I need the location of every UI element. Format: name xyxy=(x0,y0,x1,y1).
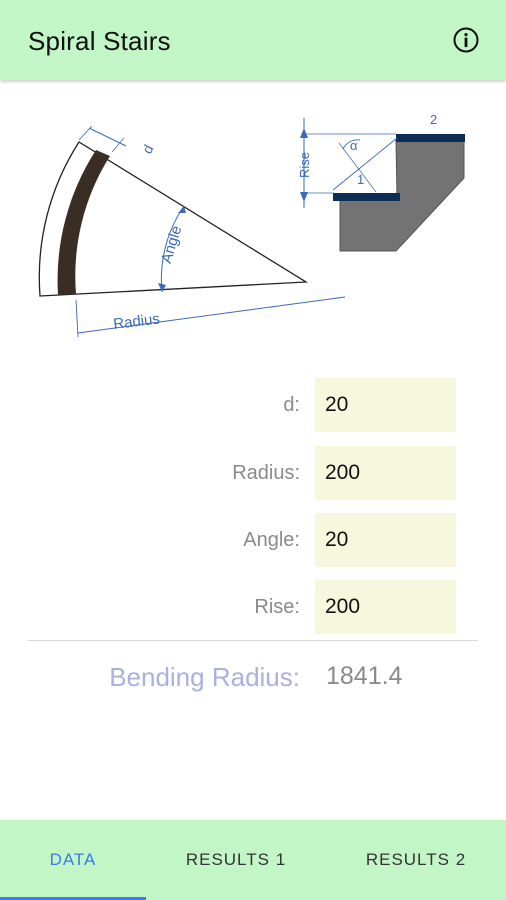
row-angle: Angle: xyxy=(0,513,506,567)
diagram-label-rise: Rise xyxy=(297,152,312,178)
rise-label: Rise: xyxy=(254,596,300,618)
radius-label: Radius: xyxy=(232,462,300,484)
tab-results-2[interactable]: RESULTS 2 xyxy=(326,820,506,900)
tread-top xyxy=(396,134,465,142)
tread-bottom xyxy=(333,193,400,201)
angle-label: Angle: xyxy=(243,529,300,551)
d-input[interactable] xyxy=(315,378,456,432)
page-title: Spiral Stairs xyxy=(28,26,171,56)
diagram-label-alpha: α xyxy=(350,138,358,153)
tab-results-2-label: RESULTS 2 xyxy=(365,850,467,869)
diagram-label-one: 1 xyxy=(357,172,364,187)
row-rise: Rise: xyxy=(0,580,506,634)
sector-outline xyxy=(38,141,309,297)
d-label: d: xyxy=(283,394,300,416)
stairs-diagram: d Angle Radius Rise α 1 2 xyxy=(38,112,465,338)
tab-results-1[interactable]: RESULTS 1 xyxy=(146,820,326,900)
diagram-label-d: d xyxy=(139,142,157,156)
divider xyxy=(28,640,478,641)
diagram-label-two: 2 xyxy=(430,112,437,127)
info-button[interactable] xyxy=(452,26,480,54)
radius-input[interactable] xyxy=(315,446,456,500)
active-tab-indicator xyxy=(0,897,146,900)
angle-input[interactable] xyxy=(315,513,456,567)
tab-data[interactable]: DATA xyxy=(0,820,146,900)
rise-input[interactable] xyxy=(315,580,456,634)
diagram-label-radius: Radius xyxy=(112,310,160,333)
row-d: d: xyxy=(0,378,506,432)
app-bar: Spiral Stairs xyxy=(0,0,506,80)
row-radius: Radius: xyxy=(0,446,506,500)
bending-radius-label: Bending Radius: xyxy=(109,662,300,692)
bending-radius-value: 1841.4 xyxy=(326,662,403,690)
bottom-tab-bar: DATA RESULTS 1 RESULTS 2 xyxy=(0,820,506,900)
info-icon xyxy=(453,27,479,53)
stringer-band xyxy=(57,150,110,295)
tab-results-1-label: RESULTS 1 xyxy=(185,850,287,869)
tab-data-label: DATA xyxy=(49,850,97,869)
